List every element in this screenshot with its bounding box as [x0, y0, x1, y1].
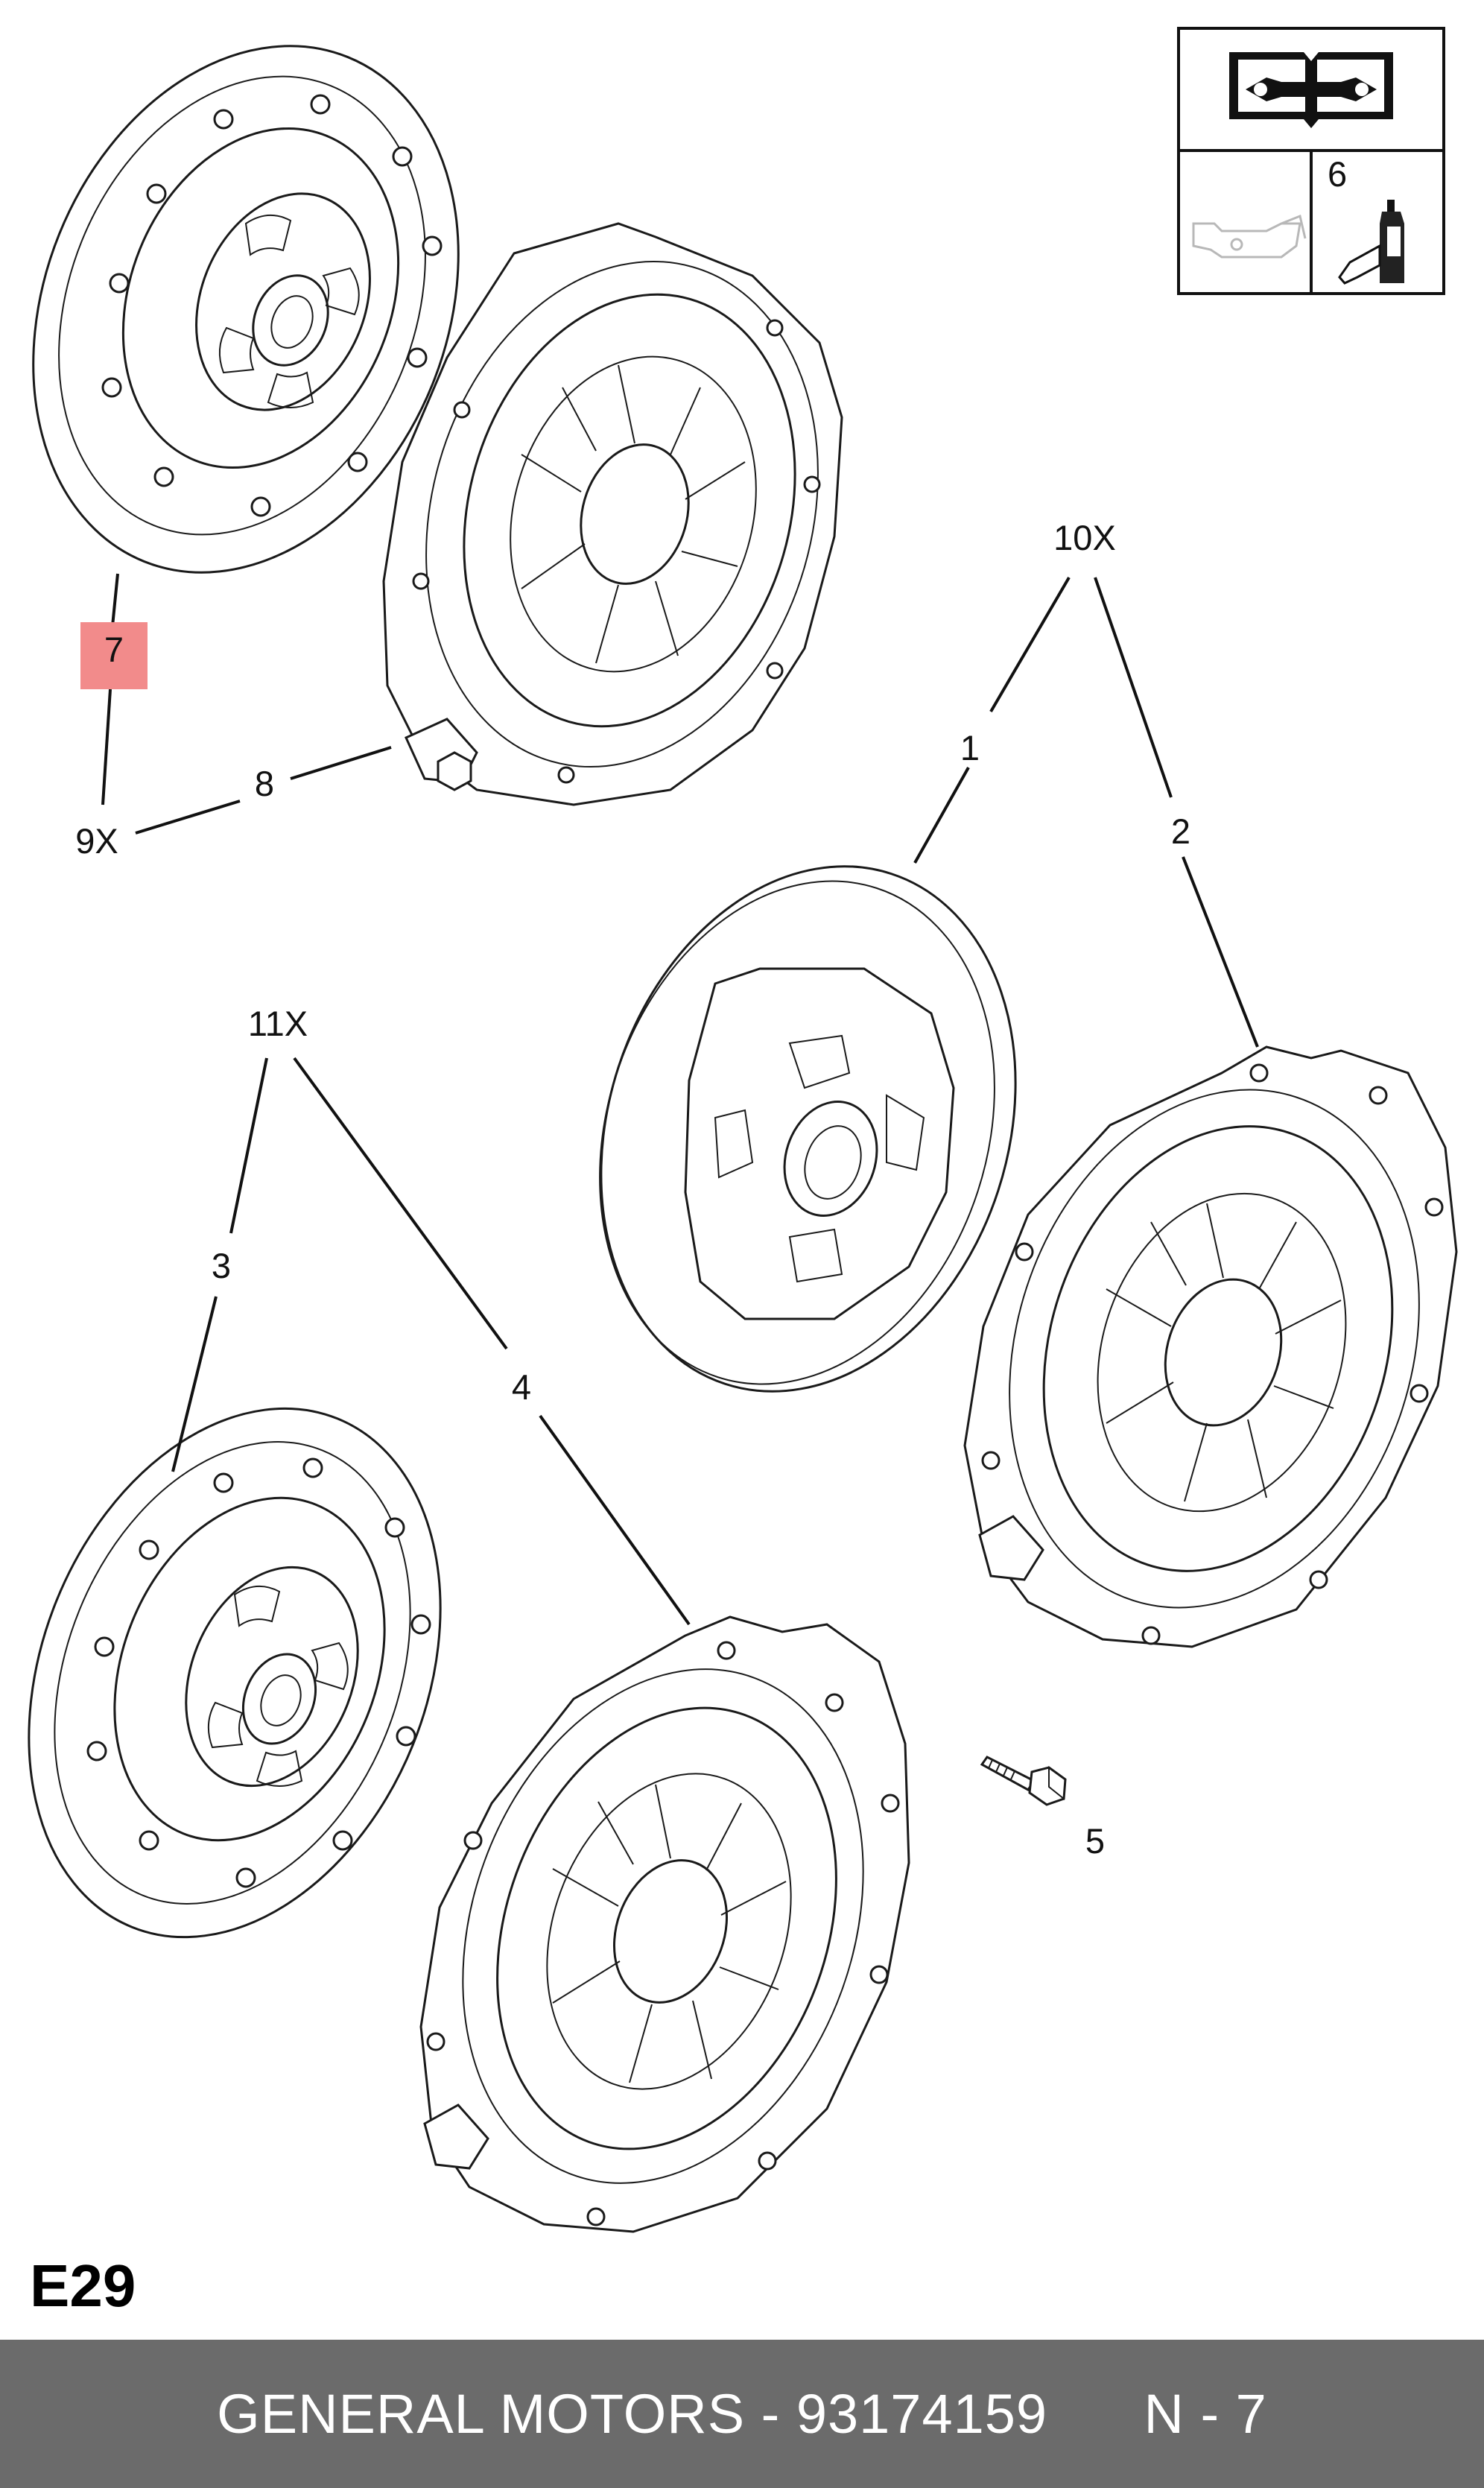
clutch-disc-part-3: [28, 1407, 442, 1939]
clutch-disc-part-7: [32, 45, 460, 574]
footer-brand: GENERAL MOTORS: [217, 2383, 746, 2445]
callout-1: 1: [960, 728, 980, 767]
callout-4: 4: [512, 1367, 531, 1407]
callout-3: 3: [212, 1246, 231, 1285]
callout-11x: 11X: [248, 1004, 308, 1043]
diagram-code: E29: [30, 2253, 136, 2319]
callout-10x: 10X: [1053, 518, 1116, 557]
legend-box: 6: [1177, 27, 1445, 295]
oil-can-icon: [1192, 214, 1307, 259]
callout-5: 5: [1085, 1821, 1105, 1861]
callout-9x: 9X: [75, 821, 118, 861]
footer-bar: GENERAL MOTORS - 93174159 N - 7: [0, 2340, 1484, 2488]
callout-8: 8: [255, 764, 274, 803]
legend-callout-6: 6: [1328, 154, 1347, 194]
highlight-callout-7: [80, 622, 148, 689]
footer-separator: -: [745, 2383, 796, 2445]
footer-part-number: 93174159: [796, 2383, 1048, 2445]
pressure-plate-part-8: [382, 222, 843, 806]
callout-7: 7: [104, 630, 124, 669]
pressure-plate-part-2: [963, 1045, 1458, 1648]
callout-2: 2: [1171, 811, 1190, 851]
manual-book-wrench-icon: [1229, 52, 1393, 128]
clutch-disc-part-1: [599, 865, 1017, 1393]
exploded-clutch-diagram: 6: [28, 27, 1458, 2319]
pressure-plate-part-4: [419, 1615, 910, 2233]
footer-gap: [1047, 2383, 1144, 2445]
footer-position: N - 7: [1144, 2383, 1267, 2445]
footer-text: GENERAL MOTORS - 93174159 N - 7: [217, 2382, 1267, 2446]
sealant-bottle-icon: [1338, 200, 1404, 285]
leader-lines: [101, 573, 1259, 1626]
bolt-part-5: [980, 1756, 1067, 1806]
